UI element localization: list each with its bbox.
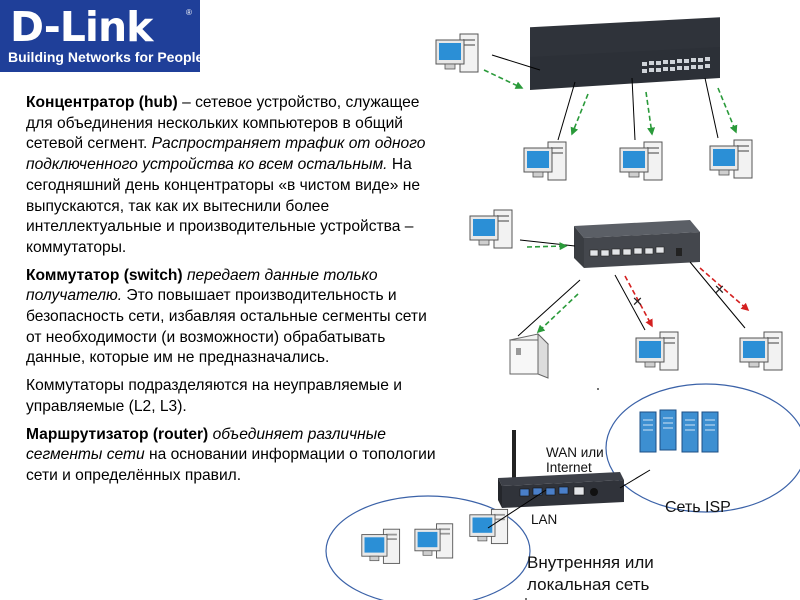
router-device — [498, 430, 624, 508]
hub-pc-3-icon — [709, 139, 753, 179]
switch-device — [574, 220, 700, 268]
lan-label: LAN — [531, 512, 558, 527]
switch-delivery-arrows: ✕ ✕ — [526, 242, 750, 334]
switch-italic: передает данные только получателю. — [26, 266, 378, 305]
hub-pc-1-icon — [523, 141, 567, 181]
hub-broadcast-note: Распространяет трафик от одного подключе… — [26, 135, 426, 174]
logo-registered-mark: ® — [186, 8, 192, 17]
switch-pc-3-icon — [739, 331, 783, 371]
hub-broadcast-arrows — [483, 69, 738, 136]
logo-name: D-Link — [10, 3, 153, 51]
hub-definition: – сетевое устройство, служащее для объед… — [26, 94, 420, 153]
local-network-label-line2: локальная сеть — [527, 575, 650, 594]
description-text: Концентратор (hub) – сетевое устройство,… — [26, 93, 446, 494]
switch-pc-2-icon — [635, 331, 679, 371]
svg-text:✕: ✕ — [632, 295, 643, 310]
wan-label: WAN или Internet — [546, 445, 604, 475]
local-network-label: Внутренняя или локальная сеть — [527, 552, 654, 596]
hub-source-pc-icon — [435, 33, 479, 73]
hub-paragraph: Концентратор (hub) – сетевое устройство,… — [26, 93, 446, 259]
isp-network-cloud — [605, 383, 800, 513]
router-term: Маршрутизатор (router) — [26, 425, 209, 443]
switch-paragraph: Коммутатор (switch) передает данные толь… — [26, 266, 446, 370]
hub-cables — [491, 54, 719, 141]
switch-rest: Это повышает производительность и безопа… — [26, 287, 427, 367]
local-network-label-line1: Внутренняя или — [527, 553, 654, 572]
hub-term: Концентратор (hub) — [26, 94, 178, 111]
isp-servers-icon — [639, 409, 719, 453]
hub-pc-2-icon — [619, 141, 663, 181]
switch-source-pc-icon — [469, 209, 513, 249]
switch-target-device-icon — [508, 332, 550, 379]
router-cables — [487, 469, 651, 529]
local-pcs-icons — [361, 508, 509, 564]
switch-types-paragraph: Коммутаторы подразделяются на неуправляе… — [26, 377, 402, 415]
isp-label: Сеть ISP — [665, 499, 731, 516]
logo-tagline: Building Networks for People — [8, 49, 204, 65]
hub-device — [530, 17, 720, 90]
router-rest: на основании информации о топологии сети… — [26, 446, 436, 484]
svg-text:✕: ✕ — [714, 283, 725, 298]
router-italic: объединяет различные сегменты сети — [26, 425, 386, 464]
dlink-logo: D-Link ® Building Networks for People — [0, 0, 204, 72]
router-paragraph: Маршрутизатор (router) объединяет различ… — [26, 425, 446, 487]
hub-today-note: На сегодняшний день концентраторы «в чис… — [26, 156, 421, 256]
local-network-cloud — [325, 495, 531, 600]
switch-term: Коммутатор (switch) — [26, 266, 183, 284]
